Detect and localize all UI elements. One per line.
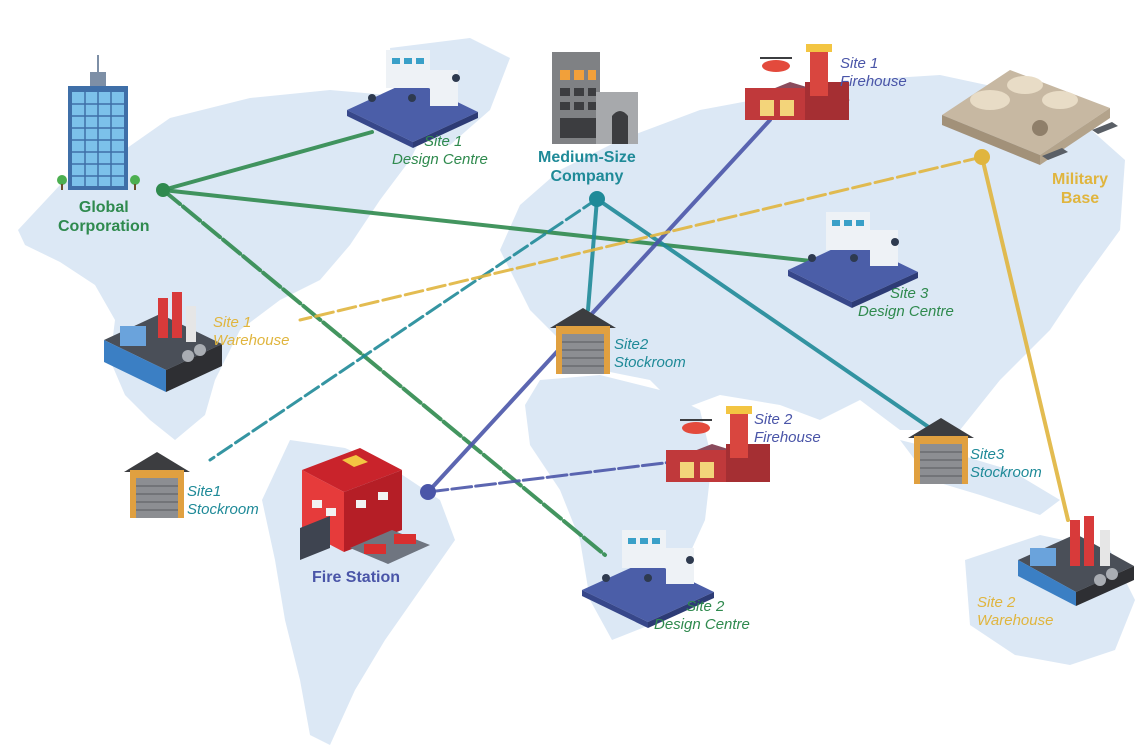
stockroom-3-icon: [908, 418, 974, 484]
site-3-design-centre-line2: Design Centre: [858, 303, 954, 320]
fire-station-label-line1: Fire Station: [312, 569, 401, 586]
link-medium-stockroom2: [586, 197, 599, 312]
world-map: [18, 38, 1135, 745]
stockroom-2-icon: [550, 308, 616, 374]
warehouse-1-icon: [104, 292, 222, 392]
medium-size-company-label-line1: Medium-Size: [538, 149, 636, 166]
link-global-design2: [161, 188, 607, 557]
military-base-label: Military Base: [1052, 170, 1108, 208]
site2-stockroom-label: Site2 Stockroom: [614, 336, 686, 372]
firehouse-2-icon: [666, 406, 770, 482]
eurasia-landmass: [500, 75, 1125, 430]
fire-station-icon: [300, 448, 430, 564]
site-3-design-centre-line1: Site 3: [890, 285, 929, 302]
stockroom-1-icon: [124, 452, 190, 518]
firehouse-1-icon: [745, 44, 850, 120]
site3-stockroom-line1: Site3: [970, 446, 1005, 463]
connection-lines: [161, 118, 1070, 557]
site-1-design-centre-line2: Design Centre: [392, 151, 488, 168]
office-building-icon: [552, 52, 638, 144]
global-hub-dot: [156, 183, 170, 197]
site-1-firehouse-line1: Site 1: [840, 55, 879, 72]
link-global-design3: [161, 188, 822, 264]
site-2-firehouse-line2: Firehouse: [754, 429, 821, 446]
site3-stockroom-label: Site3 Stockroom: [970, 446, 1042, 482]
site-2-design-centre-label: Site 2 Design Centre: [654, 598, 750, 634]
medium-hub-dot: [589, 191, 605, 207]
site-3-design-centre-label: Site 3 Design Centre: [858, 285, 954, 321]
site-2-design-centre-line2: Design Centre: [654, 616, 750, 633]
medium-size-company-label: Medium-Size Company: [538, 148, 636, 186]
site-2-firehouse-line1: Site 2: [754, 411, 793, 428]
site-2-warehouse-line2: Warehouse: [977, 612, 1054, 629]
global-corporation-label-line1: Global: [78, 199, 129, 216]
global-corporation-label-line2: Corporation: [58, 218, 150, 236]
site2-stockroom-line1: Site2: [614, 336, 649, 353]
design-centre-3-icon: [788, 212, 918, 308]
medium-size-company-label-line2: Company: [550, 168, 624, 186]
link-military-warehouse2: [980, 155, 1070, 522]
site-2-firehouse-label: Site 2 Firehouse: [754, 411, 821, 447]
design-centre-1-icon: [347, 50, 478, 148]
site3-stockroom-line2: Stockroom: [970, 464, 1042, 481]
military-hub-dot: [974, 149, 990, 165]
site-2-design-centre-line1: Site 2: [686, 598, 725, 615]
site-1-firehouse-label: Site 1 Firehouse: [840, 55, 907, 91]
site1-stockroom-label: Site1 Stockroom: [187, 483, 259, 519]
design-centre-2-icon: [582, 530, 714, 628]
site-1-design-centre-line1: Site 1: [424, 133, 463, 150]
site1-stockroom-line2: Stockroom: [187, 501, 259, 518]
site-1-warehouse-label: Site 1 Warehouse: [213, 314, 289, 350]
warehouse-2-icon: [1018, 516, 1134, 606]
link-fire-firehouse2: [426, 460, 674, 494]
fire-hub-dot: [420, 484, 436, 500]
military-base-label-line2: Base: [1060, 190, 1100, 208]
site-1-warehouse-line1: Site 1: [213, 314, 252, 331]
site-2-warehouse-line1: Site 2: [977, 594, 1016, 611]
site1-stockroom-line1: Site1: [187, 483, 222, 500]
global-corporation-label: Global Corporation: [58, 198, 150, 236]
military-base-label-line1: Military: [1052, 171, 1109, 188]
link-fire-firehouse1: [426, 118, 772, 494]
site-1-warehouse-line2: Warehouse: [213, 332, 290, 349]
link-global-design1: [161, 130, 374, 192]
link-military-warehouse1: [298, 155, 984, 322]
fire-station-label: Fire Station: [312, 568, 400, 587]
site-2-warehouse-label: Site 2 Warehouse: [977, 594, 1053, 630]
military-base-icon: [942, 70, 1118, 165]
site-1-design-centre-label: Site 1 Design Centre: [392, 133, 488, 169]
site2-stockroom-line2: Stockroom: [614, 354, 686, 371]
office-tower-icon: [57, 55, 140, 190]
site-1-firehouse-line2: Firehouse: [840, 73, 907, 90]
link-medium-stockroom1: [208, 197, 599, 462]
